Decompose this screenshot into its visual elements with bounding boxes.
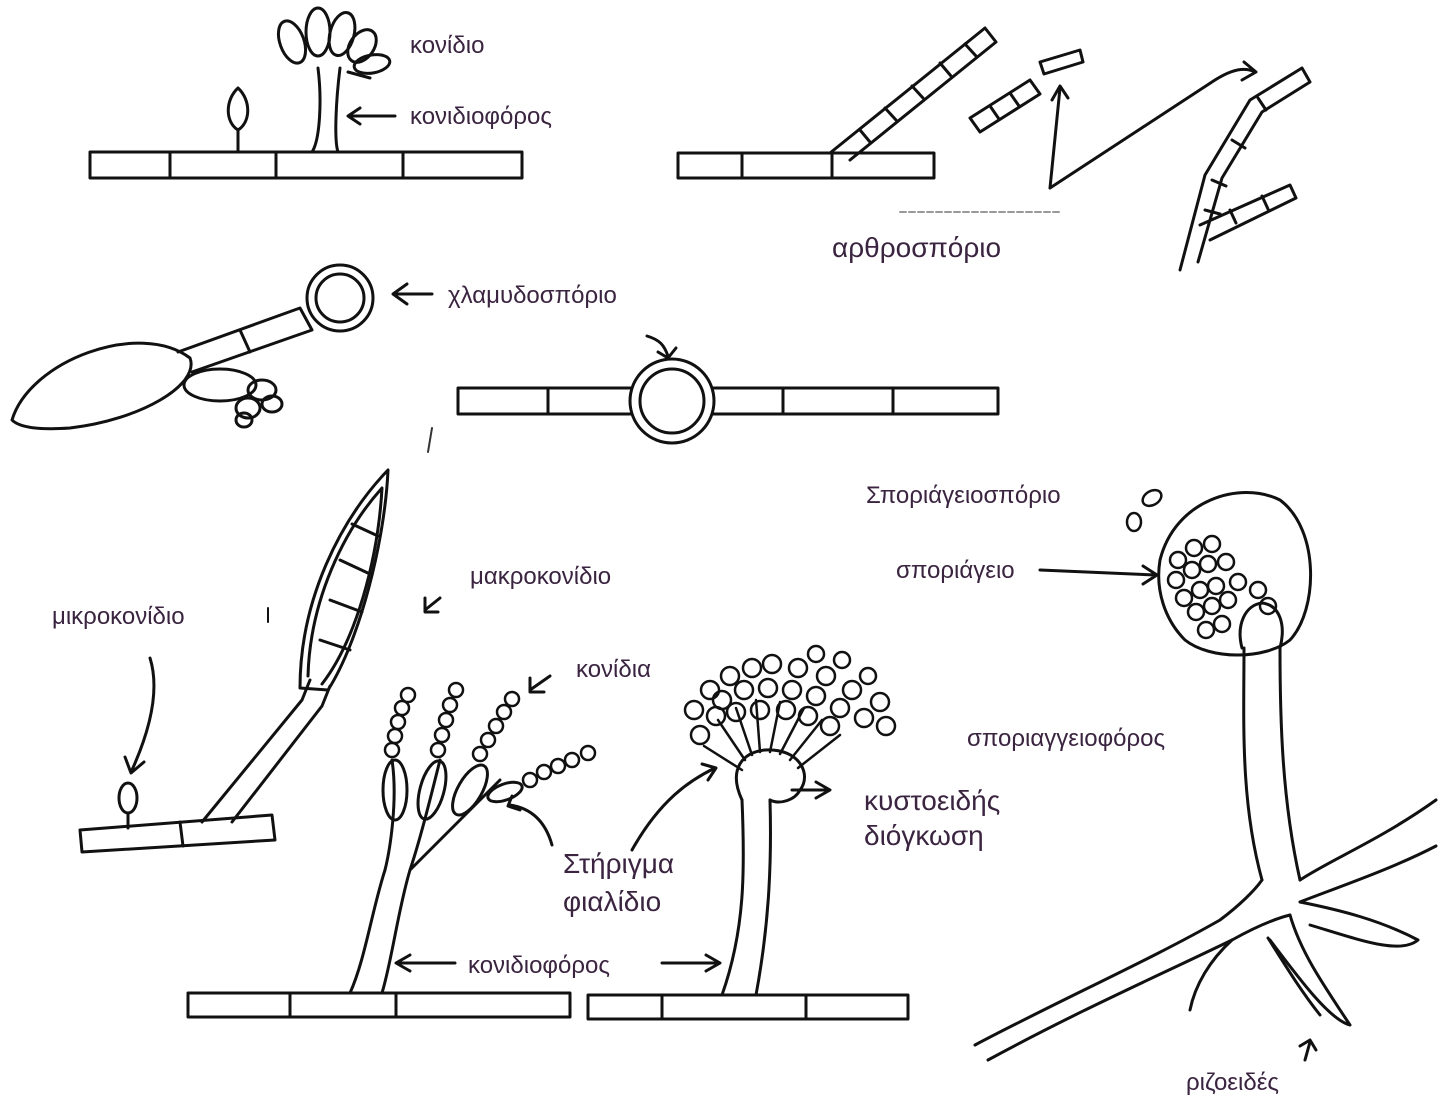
- stray-mark: [428, 428, 432, 452]
- arrow-to-microconidium: [125, 658, 154, 773]
- arrow-to-chlamydospore-terminal: [393, 284, 432, 304]
- label-phialide: φιαλίδιο: [563, 886, 661, 918]
- columella-and-sporangiophore: [1240, 603, 1300, 880]
- hypha-top-right: [678, 153, 934, 178]
- arrow-to-sterigma: [632, 764, 716, 850]
- label-conidiophore-bottom: κονιδιοφόρος: [468, 952, 610, 980]
- chlamydospore-intercalary: [458, 359, 998, 443]
- penicillium-hypha: [188, 993, 570, 1017]
- arrows-arthrospore-release: [1050, 62, 1256, 188]
- label-conidia: κονίδια: [576, 656, 651, 684]
- label-sporangium: σποριάγειο: [896, 557, 1015, 585]
- label-microconidium: μικροκονίδιο: [52, 603, 185, 631]
- arthrospore-branching-hypha: [1180, 68, 1310, 270]
- label-arthrospore: αρθροσπόριο: [832, 232, 1001, 264]
- label-vesicle-line2: διόγκωση: [864, 820, 984, 852]
- label-vesicle-line1: κυστοειδής: [864, 785, 1000, 817]
- sporangiospores-inside: [1168, 536, 1276, 638]
- arthrospore-fragments: [970, 50, 1083, 132]
- arrow-conidiophore-right: [662, 955, 720, 971]
- chlamydospore-terminal-structure: [12, 265, 373, 429]
- microconidium: [119, 783, 137, 828]
- label-conidium: κονίδιο: [410, 32, 484, 60]
- arrow-conidiophore-left: [396, 955, 455, 971]
- arrow-to-conidia: [530, 676, 550, 692]
- label-rhizoids: ριζοειδές: [1186, 1069, 1279, 1097]
- penicillium-conidia-chains: [385, 683, 595, 787]
- label-sporangiospore: Σποριάγειοσπόριο: [866, 482, 1061, 510]
- stolon-and-rhizoids: [975, 800, 1436, 1060]
- arrow-to-conidiophore-top: [348, 108, 395, 124]
- label-macroconidium: μακροκονίδιο: [470, 563, 611, 591]
- aspergillus-conidia: [685, 646, 895, 744]
- macroconidium-conidiophore: [202, 470, 388, 822]
- macroconidium-hypha: [80, 815, 275, 852]
- label-chlamydospore: χλαμυδοσπόριο: [448, 282, 617, 310]
- sessile-conidium-top-left: [228, 88, 248, 152]
- arrow-to-phialide: [508, 796, 552, 845]
- arrow-to-macroconidium: [425, 598, 440, 612]
- aspergillus-conidiophore: [722, 750, 805, 995]
- label-sporangiophore: σποριαγγειοφόρος: [967, 725, 1165, 753]
- aspergillus-hypha: [588, 995, 908, 1019]
- arrow-to-rhizoids: [1300, 1040, 1316, 1060]
- label-sterigma: Στήριγμα: [563, 848, 674, 880]
- released-sporangiospores: [1127, 487, 1164, 531]
- arrow-to-chlamydospore-intercalary: [647, 336, 676, 358]
- hypha-top-left: [90, 152, 522, 178]
- arrow-to-sporangium: [1040, 566, 1157, 584]
- conidiophore-top-left: [273, 8, 391, 152]
- arthrospore-chain-rising: [830, 28, 996, 160]
- label-conidiophore-top: κονιδιοφόρος: [410, 103, 552, 131]
